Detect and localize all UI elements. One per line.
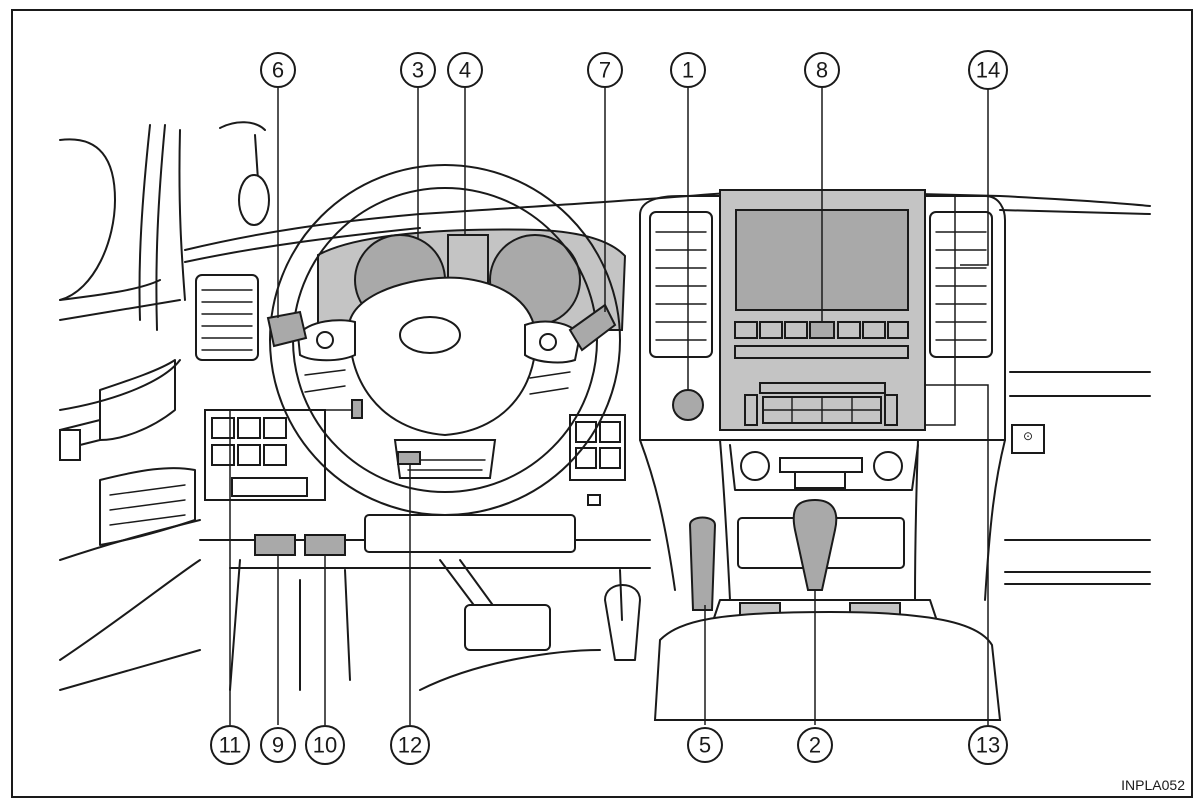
callout-2: 2	[797, 727, 833, 763]
lower-dash-switches	[254, 534, 346, 556]
engine-start-button	[672, 389, 704, 421]
callout-14: 14	[968, 50, 1008, 90]
svg-text:8: 8	[816, 58, 828, 83]
callout-12: 12	[390, 725, 430, 765]
callout-9: 9	[260, 727, 296, 763]
switch-9	[254, 534, 296, 556]
parking-brake-lever	[688, 516, 717, 611]
steering-lower-module	[397, 451, 421, 465]
callout-8: 8	[804, 52, 840, 88]
accelerator-pedal	[604, 584, 641, 661]
svg-text:2: 2	[809, 733, 821, 758]
image-code: INPLA052	[1121, 777, 1185, 793]
right-switch-icon	[1011, 424, 1045, 454]
brand-emblem	[399, 316, 461, 354]
svg-text:⊙: ⊙	[1023, 429, 1033, 443]
center-left-vent	[649, 211, 713, 358]
center-stack	[639, 189, 1006, 721]
svg-text:6: 6	[272, 58, 284, 83]
svg-text:12: 12	[398, 733, 422, 758]
center-right-vent	[929, 211, 993, 358]
callout-11: 11	[210, 725, 250, 765]
svg-text:14: 14	[976, 58, 1000, 83]
callout-3: 3	[400, 52, 436, 88]
svg-text:4: 4	[459, 58, 471, 83]
svg-text:11: 11	[219, 733, 242, 758]
left-lever	[266, 310, 308, 348]
svg-text:10: 10	[313, 733, 337, 758]
tilt-lever	[351, 399, 363, 419]
switch-10	[304, 534, 346, 556]
diagram-border	[11, 9, 1193, 798]
svg-text:7: 7	[599, 58, 611, 83]
left-air-vent	[195, 274, 259, 361]
gear-shift-lever	[792, 498, 838, 591]
svg-text:9: 9	[272, 733, 284, 758]
svg-text:5: 5	[699, 733, 711, 758]
callout-6: 6	[260, 52, 296, 88]
svg-text:1: 1	[682, 58, 694, 83]
callout-1: 1	[670, 52, 706, 88]
callout-4: 4	[447, 52, 483, 88]
right-climate-knob	[873, 451, 903, 481]
svg-text:13: 13	[976, 733, 1000, 758]
steering-wheel	[266, 164, 621, 516]
svg-text:3: 3	[412, 58, 424, 83]
callout-10: 10	[305, 725, 345, 765]
callout-7: 7	[587, 52, 623, 88]
left-climate-knob	[740, 451, 770, 481]
center-armrest	[653, 610, 1002, 721]
mirror-icon	[238, 174, 270, 226]
dashboard-outline: ⊙	[59, 121, 1151, 691]
callout-5: 5	[687, 727, 723, 763]
leader-lines	[229, 88, 989, 725]
glovebox-panel	[364, 514, 576, 553]
callout-13: 13	[968, 725, 1008, 765]
brake-pedal	[464, 604, 551, 651]
right-lever	[568, 303, 617, 352]
